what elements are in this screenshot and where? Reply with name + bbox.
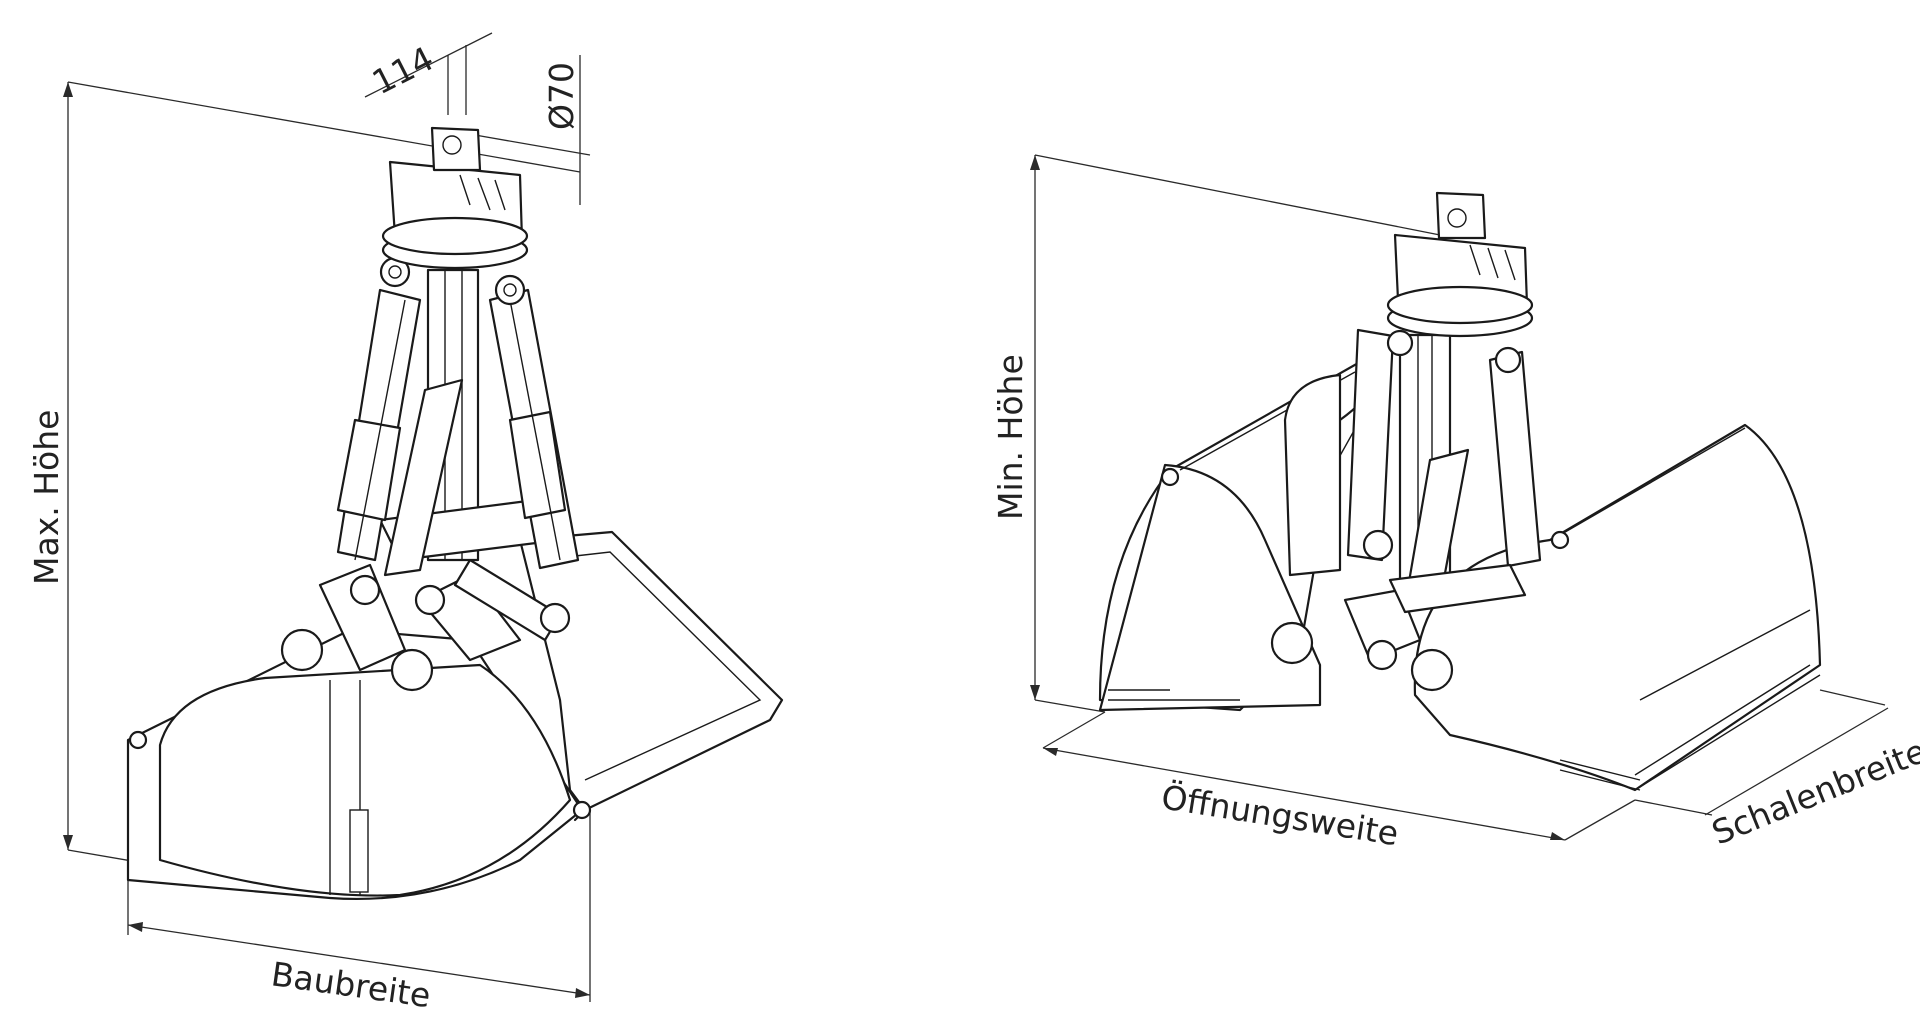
min-height-label: Min. Höhe [991, 354, 1030, 520]
dim-114 [364, 32, 493, 115]
dim-114-label: 114 [366, 39, 440, 102]
dim-d70 [474, 55, 591, 205]
shell-width-dimension [1634, 689, 1889, 816]
build-width-label: Baubreite [269, 954, 433, 1015]
opening-width-dimension [1042, 711, 1636, 841]
min-height-dimension [1030, 154, 1441, 713]
grab-closed-view [63, 32, 784, 1002]
opening-width-label: Öffnungsweite [1159, 776, 1402, 853]
max-height-label: Max. Höhe [27, 410, 66, 585]
grab-open-view [1030, 154, 1889, 841]
dim-d70-label: Ø70 [542, 62, 581, 130]
shell-width-label: Schalenbreite [1706, 731, 1920, 852]
